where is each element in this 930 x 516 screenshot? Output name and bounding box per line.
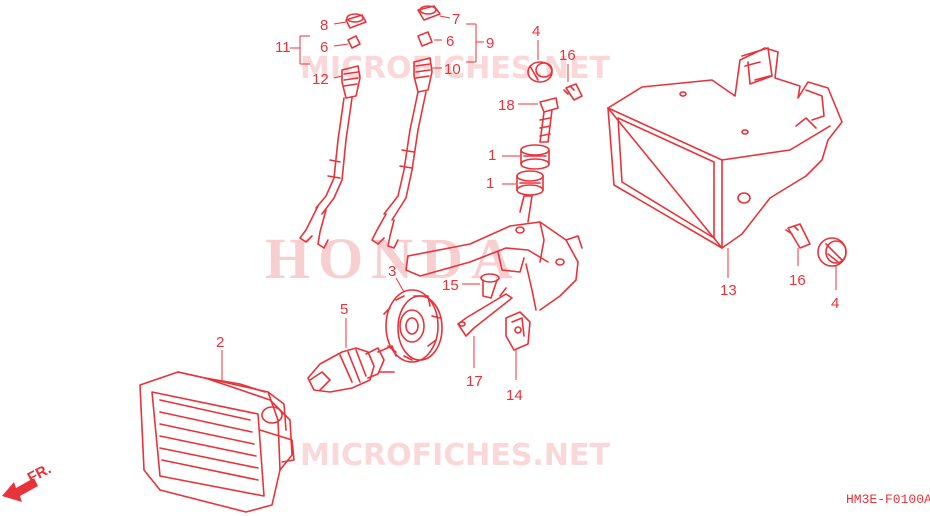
callout-10: 10	[444, 61, 461, 78]
callout-11: 11	[275, 39, 291, 56]
callout-17: 17	[466, 373, 483, 390]
adjuster-strap	[457, 287, 513, 337]
bolt-18	[539, 97, 559, 143]
callout-13: 13	[720, 282, 737, 299]
callout-16-right: 16	[789, 272, 806, 289]
callout-14: 14	[506, 387, 523, 404]
headlight-bulb	[307, 345, 397, 393]
socket-cover	[383, 289, 443, 363]
watermark-top: MICROFICHES.NET	[300, 51, 611, 86]
wire-harness-left	[299, 13, 367, 249]
callout-6-right: 6	[446, 33, 454, 50]
watermark-bottom: MICROFICHES.NET	[300, 438, 611, 473]
headlight-housing	[607, 47, 843, 249]
callout-4-right: 4	[831, 295, 839, 312]
grommet-lower	[516, 170, 544, 196]
callout-3: 3	[388, 263, 396, 280]
callout-8: 8	[320, 17, 328, 34]
callout-7: 7	[452, 11, 460, 28]
callout-6-left: 6	[320, 39, 328, 56]
callout-1-upper: 1	[488, 147, 496, 164]
diagram-code: HM3E-F0100A	[846, 492, 930, 507]
wire-harness-right	[371, 5, 441, 249]
bolt-15	[480, 273, 500, 299]
callout-4-top: 4	[532, 23, 540, 40]
watermark-brand: HONDA	[265, 226, 521, 291]
callout-18: 18	[498, 97, 515, 114]
bracket-clip	[505, 311, 531, 351]
bolt-16-top	[563, 83, 583, 101]
front-direction-arrow	[2, 478, 38, 502]
cap-right	[817, 237, 847, 267]
callout-9: 9	[486, 35, 494, 52]
callout-16-top: 16	[559, 47, 576, 64]
mounting-bracket	[405, 195, 583, 311]
cap-top	[527, 61, 553, 83]
bolt-16-right	[785, 223, 811, 249]
callout-12: 12	[312, 71, 329, 88]
callout-5: 5	[340, 301, 348, 318]
callout-1-lower: 1	[486, 175, 494, 192]
headlight-unit	[139, 371, 295, 513]
grommet-upper	[520, 144, 550, 170]
callout-15: 15	[442, 277, 459, 294]
callout-2: 2	[216, 334, 224, 351]
